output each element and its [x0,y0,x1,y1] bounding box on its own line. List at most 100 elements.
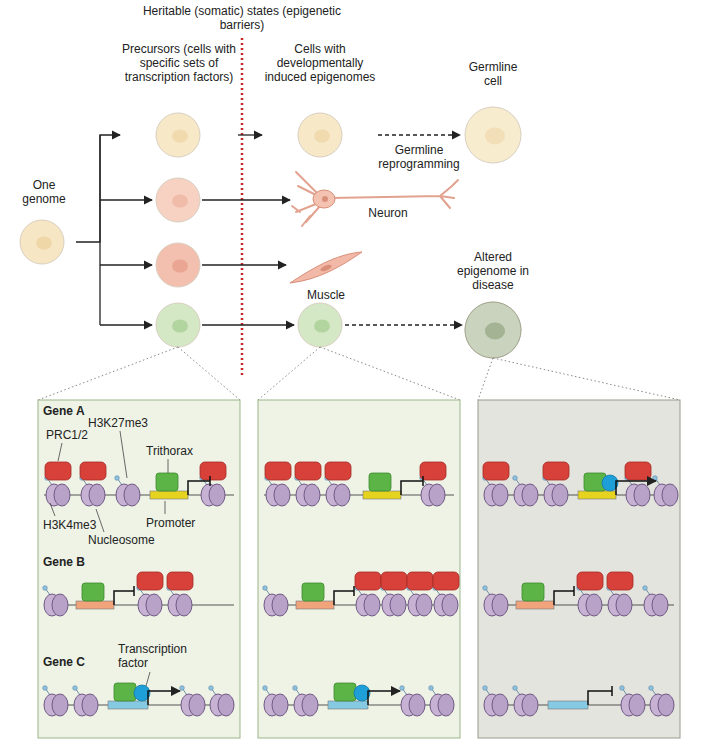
histone-mark [73,686,78,691]
barrier-label: Heritable (somatic) states (epigenetic b… [142,4,342,32]
nucleosome [522,694,538,716]
prc-complex [543,462,569,480]
zoom-line [493,358,680,400]
cell-label: Cells with developmentally induced epige… [262,42,378,84]
promoter [363,491,401,499]
gene-arrow [368,691,400,705]
panel-label: Gene C [43,655,103,669]
cell-nucleus [172,194,188,207]
nucleosome [492,594,508,616]
prc-complex [420,462,446,480]
nucleosome [522,484,538,506]
promoter [328,701,368,709]
cell-nucleus [485,323,505,340]
panel-label: H3K27me3 [88,416,168,430]
nucleosome [176,594,192,616]
cell-nucleus [485,128,505,145]
prc-complex [137,572,163,590]
nucleosome [302,694,318,716]
repressed-bar [573,586,575,596]
nucleosome [390,594,406,616]
cell-nucleus [314,129,330,142]
histone-mark [513,476,518,481]
nucleosome [409,694,425,716]
gene-arrow [554,591,574,605]
promoter [76,601,114,609]
panel-label: Trithorax [146,444,216,458]
zoom-line [320,347,460,400]
promoter [548,701,588,709]
panel-drawing [43,462,234,716]
zoom-line [478,358,493,400]
disease-arrow [345,324,462,325]
panel-label: H3K4me3 [43,518,113,532]
repressed-bar [353,586,355,596]
prc-complex [325,462,351,480]
neuron-soma [313,190,335,208]
nucleosome [218,694,234,716]
cell-label: Germline cell [460,60,526,88]
cell-label: Precursors (cells with specific sets of … [120,42,238,84]
cell-nucleus [172,319,188,332]
nucleosome [304,484,320,506]
nucleosome [272,694,288,716]
gene-arrow [114,591,134,605]
nucleosome [334,484,350,506]
promoter [108,701,148,709]
trithorax [114,683,136,701]
cell-node: Altered epigenome in disease [450,250,536,362]
cell-nucleus [172,259,188,272]
histone-mark [653,476,658,481]
prc-complex [483,462,509,480]
nucleosome [416,594,432,616]
leader-line [146,672,150,686]
neuron-drawing [292,172,458,226]
panel-label: Transcription factor [118,642,218,670]
nucleosome [429,484,445,506]
branch-arrow [100,324,152,325]
barrier-line [241,38,244,378]
trithorax [522,583,544,601]
cell-node: Cells with developmentally induced epige… [262,42,378,160]
trithorax [156,473,178,491]
cell-nucleus [172,129,188,142]
prc-complex [625,462,651,480]
promoter [150,491,188,499]
somatic-cell [298,113,342,157]
prc-complex [265,462,291,480]
nucleosome [209,484,225,506]
precursor-cell [156,303,200,347]
leader-line [96,509,104,532]
prc-complex [381,572,407,590]
nucleosome [364,594,380,616]
histone-mark [400,686,405,691]
nucleosome [616,594,632,616]
zoom-line [258,347,320,400]
histone-mark [620,686,625,691]
differentiation-arrow [202,199,290,200]
zoom-panel [38,400,240,738]
repressed-bar [422,476,424,486]
histone-mark [43,586,48,591]
nucleosome [52,594,68,616]
connector [238,134,262,135]
trithorax [302,583,324,601]
branch-arrow [100,199,152,200]
edge-label: Germline reprogramming [374,143,464,171]
histone-mark [263,686,268,691]
histone-mark [293,686,298,691]
histone-mark [209,686,214,691]
trithorax [369,473,391,491]
cell-label: Altered epigenome in disease [450,250,536,292]
cell-node: Precursors (cells with specific sets of … [120,42,238,160]
precursor-cell [156,113,200,157]
promoter [578,491,616,499]
cell-label: Neuron [358,206,418,220]
histone-mark [643,586,648,591]
nucleosome [652,594,668,616]
cell-node: Germline cell [460,60,526,166]
zoom-panel [258,400,460,738]
histone-mark [513,686,518,691]
zoom-panel [478,400,680,738]
